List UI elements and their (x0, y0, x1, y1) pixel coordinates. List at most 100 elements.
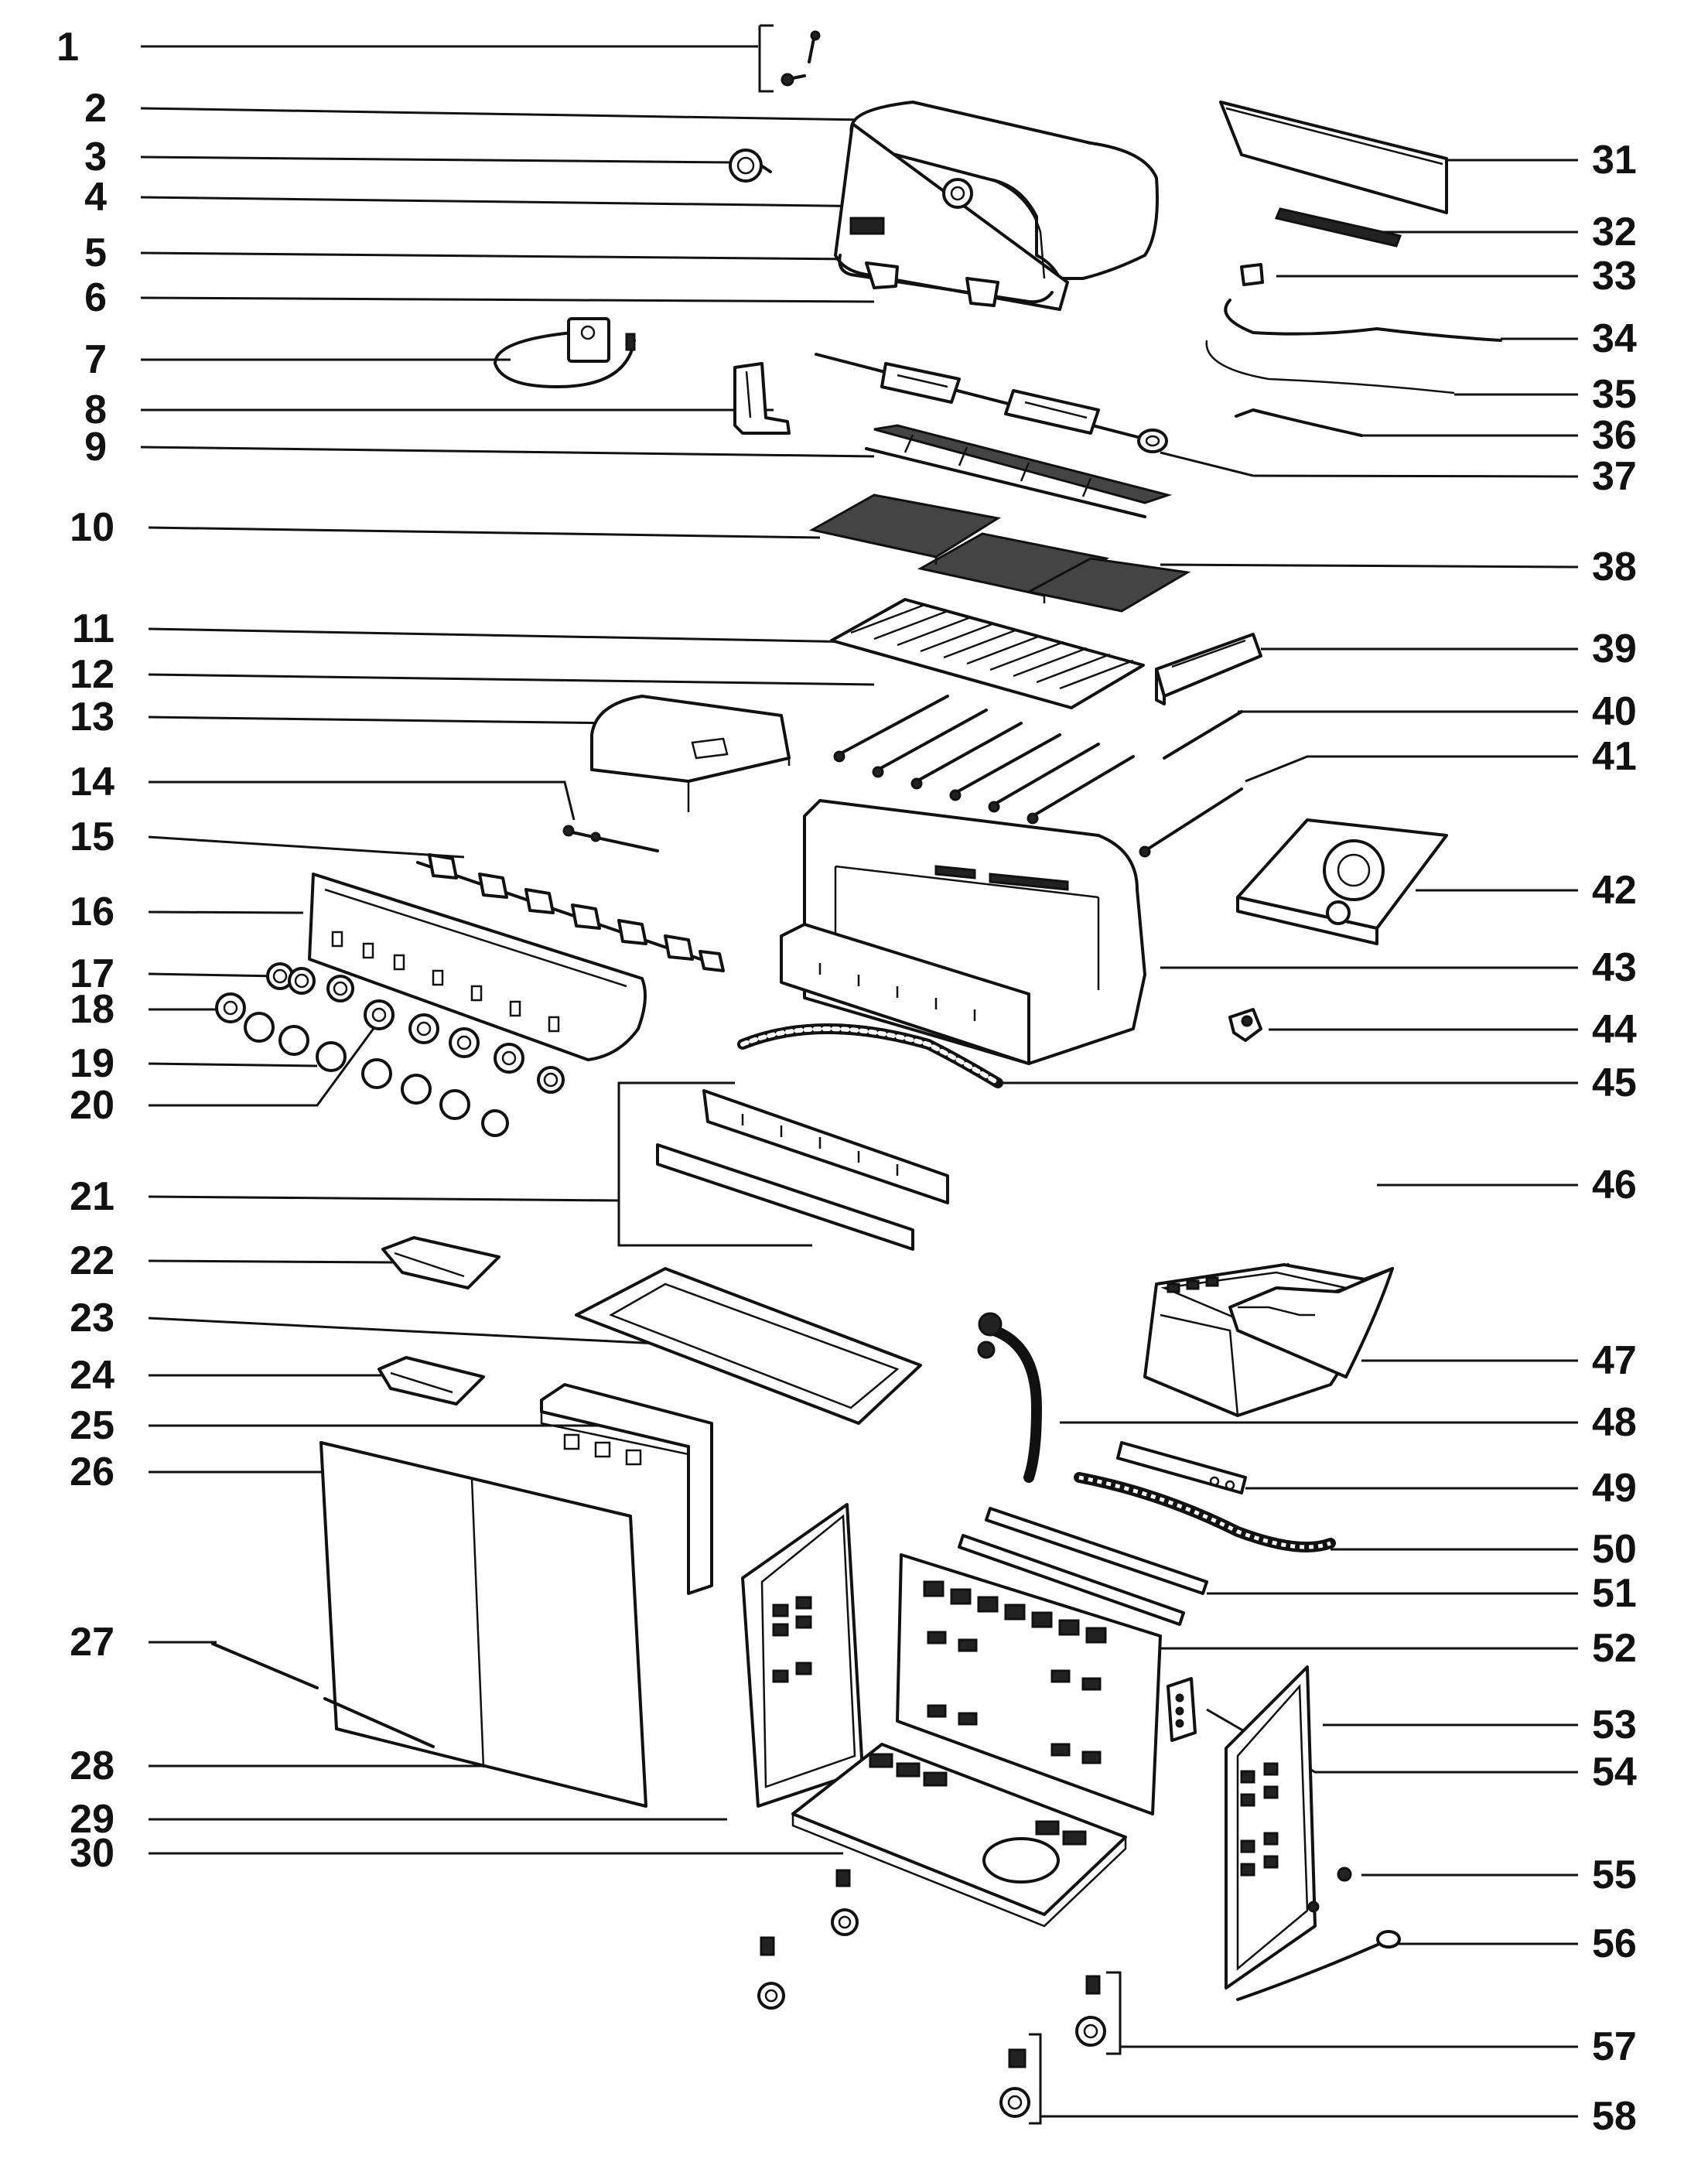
door-handles-part (211, 1642, 435, 1748)
callout-15: 15 (70, 815, 114, 859)
callout-11: 11 (72, 606, 114, 651)
callout-40: 40 (1592, 689, 1637, 734)
callout-58: 58 (1592, 2094, 1637, 2139)
callout-2: 2 (84, 86, 107, 131)
left-cart-frame-part (741, 1503, 864, 1808)
callout-29: 29 (70, 1797, 114, 1842)
callout-14: 14 (70, 760, 114, 804)
callout-18: 18 (70, 987, 114, 1032)
callout-50: 50 (1592, 1527, 1637, 1572)
callout-8: 8 (84, 388, 107, 432)
rear-panel-part (896, 1553, 1162, 1815)
drip-tray-part (381, 1236, 500, 1289)
callout-44: 44 (1592, 1007, 1637, 1052)
callout-25: 25 (70, 1403, 114, 1448)
callout-36: 36 (1592, 413, 1637, 458)
callout-19: 19 (70, 1041, 114, 1086)
warming-rack-part (865, 424, 1173, 518)
callout-39: 39 (1592, 627, 1637, 671)
callout-13: 13 (70, 695, 114, 739)
motor-bracket-part (733, 362, 791, 435)
callout-3: 3 (84, 135, 107, 179)
callout-56: 56 (1592, 1921, 1637, 1966)
callout-17: 17 (70, 951, 114, 996)
callout-47: 47 (1592, 1338, 1637, 1383)
callout-45: 45 (1592, 1061, 1637, 1105)
callout-30: 30 (70, 1831, 114, 1876)
callout-48: 48 (1592, 1400, 1637, 1445)
regulator-hose-part (977, 1312, 1043, 1483)
callout-16: 16 (70, 890, 114, 934)
callout-10: 10 (70, 505, 114, 550)
firebox-part (780, 799, 1146, 1065)
callout-28: 28 (70, 1744, 114, 1788)
side-burner-hose-part (1074, 1472, 1336, 1552)
callout-37: 37 (1592, 454, 1637, 499)
callout-7: 7 (84, 337, 107, 382)
callout-9: 9 (84, 425, 107, 470)
callout-46: 46 (1592, 1163, 1637, 1207)
callout-20: 20 (70, 1083, 114, 1128)
callout-35: 35 (1592, 372, 1637, 417)
flavorizer-bars-part (830, 598, 1145, 709)
gas-hose-part (737, 1023, 1003, 1088)
igniter-part (1228, 1008, 1262, 1042)
callout-12: 12 (70, 652, 114, 697)
tank-scale-panel-part (540, 1383, 713, 1595)
callout-42: 42 (1592, 868, 1637, 913)
callout-55: 55 (1592, 1853, 1637, 1897)
hardware-part (1307, 1867, 1352, 1913)
callout-49: 49 (1592, 1466, 1637, 1511)
frame-rails-part (958, 1507, 1208, 1626)
igniter-module-part (1167, 1677, 1197, 1742)
cooking-grates-part (808, 494, 1191, 613)
burner-tubes-part (833, 695, 1135, 825)
crossover-tube-part (562, 825, 659, 852)
rotisserie-spit-part (815, 353, 1168, 453)
smoker-box-part (1155, 633, 1262, 705)
callout-38: 38 (1592, 545, 1637, 589)
grease-tray-part (575, 1267, 922, 1425)
callout-24: 24 (70, 1353, 114, 1398)
tool-hook-part (1236, 1930, 1401, 2001)
screw-set-part (781, 30, 821, 87)
callout-1: 1 (56, 25, 79, 70)
callout-54: 54 (1592, 1750, 1637, 1795)
callout-31: 31 (1592, 138, 1637, 183)
callout-22: 22 (70, 1238, 114, 1283)
callout-26: 26 (70, 1450, 114, 1494)
igniter-wires-part (1205, 299, 1502, 437)
callout-21: 21 (70, 1174, 114, 1219)
callout-23: 23 (70, 1296, 114, 1341)
callout-6: 6 (84, 275, 107, 320)
rear-burner-tube-part (1139, 710, 1243, 858)
control-knobs-part (215, 962, 565, 1137)
burner-brackets-part (656, 1089, 949, 1251)
control-panel-part (308, 873, 647, 1061)
cabinet-doors-part (319, 1441, 647, 1808)
catch-pan-part (377, 1356, 485, 1405)
bottom-shelf-part (791, 1743, 1127, 1928)
callout-27: 27 (70, 1620, 114, 1665)
callout-53: 53 (1592, 1703, 1637, 1747)
left-callout-numbers: 1 2 3 4 5 6 7 8 9 10 11 12 13 14 15 16 1… (56, 25, 114, 1876)
callout-41: 41 (1592, 734, 1637, 779)
callout-43: 43 (1592, 945, 1637, 990)
lid-heat-shield-part (1219, 101, 1448, 214)
casters-part (757, 1869, 1106, 2118)
right-callout-numbers: 31 32 33 34 35 36 37 38 39 40 41 42 43 4… (1592, 138, 1637, 2139)
side-burner-part (1236, 818, 1448, 945)
callout-33: 33 (1592, 254, 1637, 299)
callout-34: 34 (1592, 316, 1637, 361)
valve-bracket-part (1116, 1441, 1247, 1494)
leader-lines (140, 24, 1579, 2125)
callout-5: 5 (84, 231, 107, 275)
thermometer-part (729, 149, 772, 183)
heat-shield-part (590, 695, 791, 812)
callout-57: 57 (1592, 2024, 1637, 2069)
callout-51: 51 (1592, 1571, 1637, 1616)
side-burner-cover-part (1228, 1267, 1394, 1378)
collector-box-part (1240, 263, 1264, 286)
callout-52: 52 (1592, 1626, 1637, 1671)
